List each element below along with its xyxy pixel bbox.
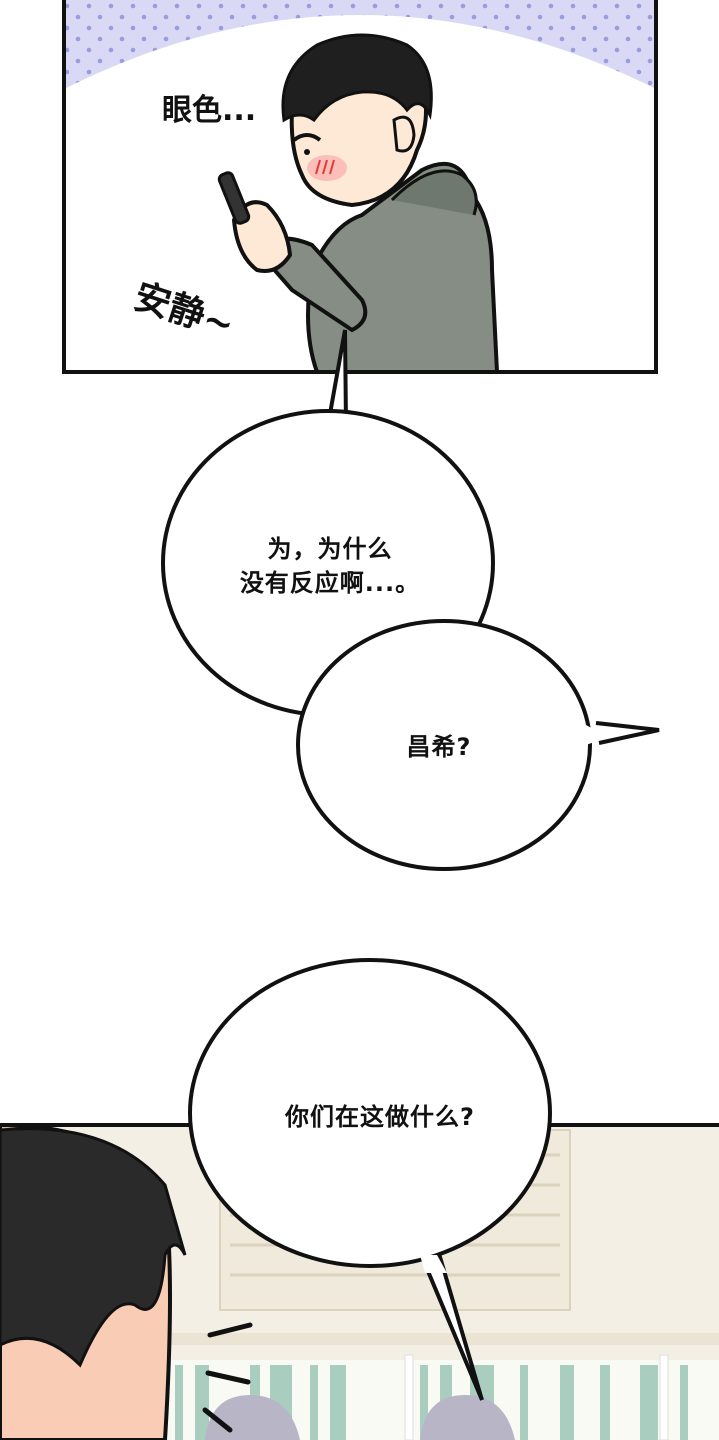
sfx-glance-text: 眼色...: [162, 93, 257, 128]
bubble-2-text: 昌希?: [406, 733, 472, 761]
speech-bubble-2: [296, 619, 660, 871]
bubble-1-text: 为，为什么 没有反应啊...。: [239, 535, 421, 597]
comic-panel-1: 眼色... 安静~: [62, 0, 658, 374]
panel-2-artwork: [0, 1125, 719, 1440]
bubble-3-text: 你们在这做什么?: [285, 1103, 475, 1131]
panel-1-artwork: [62, 0, 658, 374]
speech-bubble-3: [188, 958, 552, 1401]
panel-1-border: [62, 0, 658, 374]
comic-panel-2: [0, 1125, 719, 1440]
